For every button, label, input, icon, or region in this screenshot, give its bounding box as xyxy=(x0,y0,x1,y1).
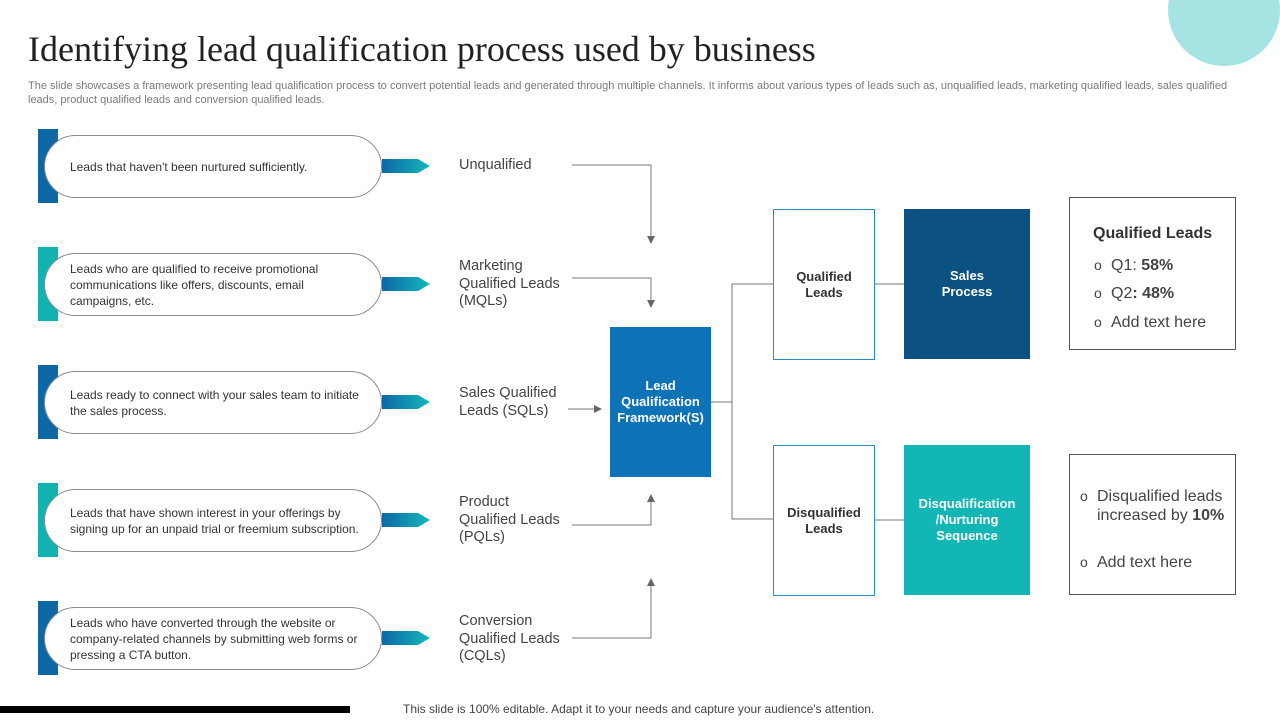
disqualified-panel-extra: o Add text here xyxy=(1080,553,1192,572)
qualified-leads-box: Qualified Leads xyxy=(773,209,875,360)
disqualified-panel-stat: o Disqualified leads increased by 10% xyxy=(1080,487,1224,525)
qualified-panel-q1: o Q1: 58% xyxy=(1094,256,1173,275)
bullet-icon: o xyxy=(1094,257,1102,273)
connector-mql xyxy=(572,277,655,308)
lead-row-unqualified: Leads that haven't been nurtured suffici… xyxy=(38,129,430,203)
stage-label-mql: Marketing Qualified Leads (MQLs) xyxy=(459,258,560,309)
lead-description: Leads that haven't been nurtured suffici… xyxy=(44,135,382,198)
bullet-icon: o xyxy=(1080,488,1088,504)
q2-label: Q2 xyxy=(1111,285,1133,302)
lead-description: Leads ready to connect with your sales t… xyxy=(44,371,382,434)
lead-row-sql: Leads ready to connect with your sales t… xyxy=(38,365,430,439)
lead-description: Leads who have converted through the web… xyxy=(44,607,382,670)
qualified-extra-text: Add text here xyxy=(1111,314,1207,331)
disqualified-line1: Disqualified leads xyxy=(1097,488,1223,505)
disqualification-sequence-box: Disqualification /Nurturing Sequence xyxy=(904,445,1030,595)
footer-note: This slide is 100% editable. Adapt it to… xyxy=(403,702,875,716)
chevron-arrow-icon xyxy=(382,513,430,527)
footer-bar xyxy=(0,706,350,713)
lead-description: Leads that have shown interest in your o… xyxy=(44,489,382,552)
lead-row-mql: Leads who are qualified to receive promo… xyxy=(38,247,430,321)
q1-value: 58% xyxy=(1141,257,1174,274)
qualified-leads-panel: Qualified Leads o Q1: 58% o Q2: 48% o Ad… xyxy=(1069,197,1236,350)
lead-row-cql: Leads who have converted through the web… xyxy=(38,601,430,675)
disqualified-extra-text: Add text here xyxy=(1097,554,1193,571)
chevron-arrow-icon xyxy=(382,395,430,409)
sales-process-box: Sales Process xyxy=(904,209,1030,359)
connector-cql xyxy=(572,578,655,639)
bullet-icon: o xyxy=(1094,314,1102,330)
stage-label-unqualified: Unqualified xyxy=(459,157,532,173)
qualified-panel-extra: o Add text here xyxy=(1094,313,1206,332)
connector-pql xyxy=(572,494,655,526)
connector-branch xyxy=(731,283,773,520)
chevron-arrow-icon xyxy=(382,631,430,645)
disqualified-leads-panel: o Disqualified leads increased by 10% o A… xyxy=(1069,454,1236,595)
connector-unqualified xyxy=(572,164,655,244)
page-subtitle: The slide showcases a framework presenti… xyxy=(28,80,1228,106)
stage-label-sql: Sales Qualified Leads (SQLs) xyxy=(459,385,557,419)
disqualified-line2-prefix: increased by xyxy=(1097,507,1193,524)
stage-label-pql: Product Qualified Leads (PQLs) xyxy=(459,494,560,545)
chevron-arrow-icon xyxy=(382,277,430,291)
bullet-icon: o xyxy=(1094,285,1102,301)
bullet-icon: o xyxy=(1080,554,1088,570)
qualified-panel-q2: o Q2: 48% xyxy=(1094,284,1174,303)
lead-row-pql: Leads that have shown interest in your o… xyxy=(38,483,430,557)
qualified-panel-heading: Qualified Leads xyxy=(1093,225,1213,242)
lead-description: Leads who are qualified to receive promo… xyxy=(44,253,382,316)
disqualified-line2-value: 10% xyxy=(1192,507,1225,524)
lead-qualification-framework-box: Lead Qualification Framework(S) xyxy=(610,327,711,477)
stage-label-cql: Conversion Qualified Leads (CQLs) xyxy=(459,613,560,664)
disqualified-leads-box: Disqualified Leads xyxy=(773,445,875,596)
page-title: Identifying lead qualification process u… xyxy=(28,29,816,69)
chevron-arrow-icon xyxy=(382,159,430,173)
q2-value: : 48% xyxy=(1132,285,1175,302)
q1-label: Q1: xyxy=(1111,257,1142,274)
